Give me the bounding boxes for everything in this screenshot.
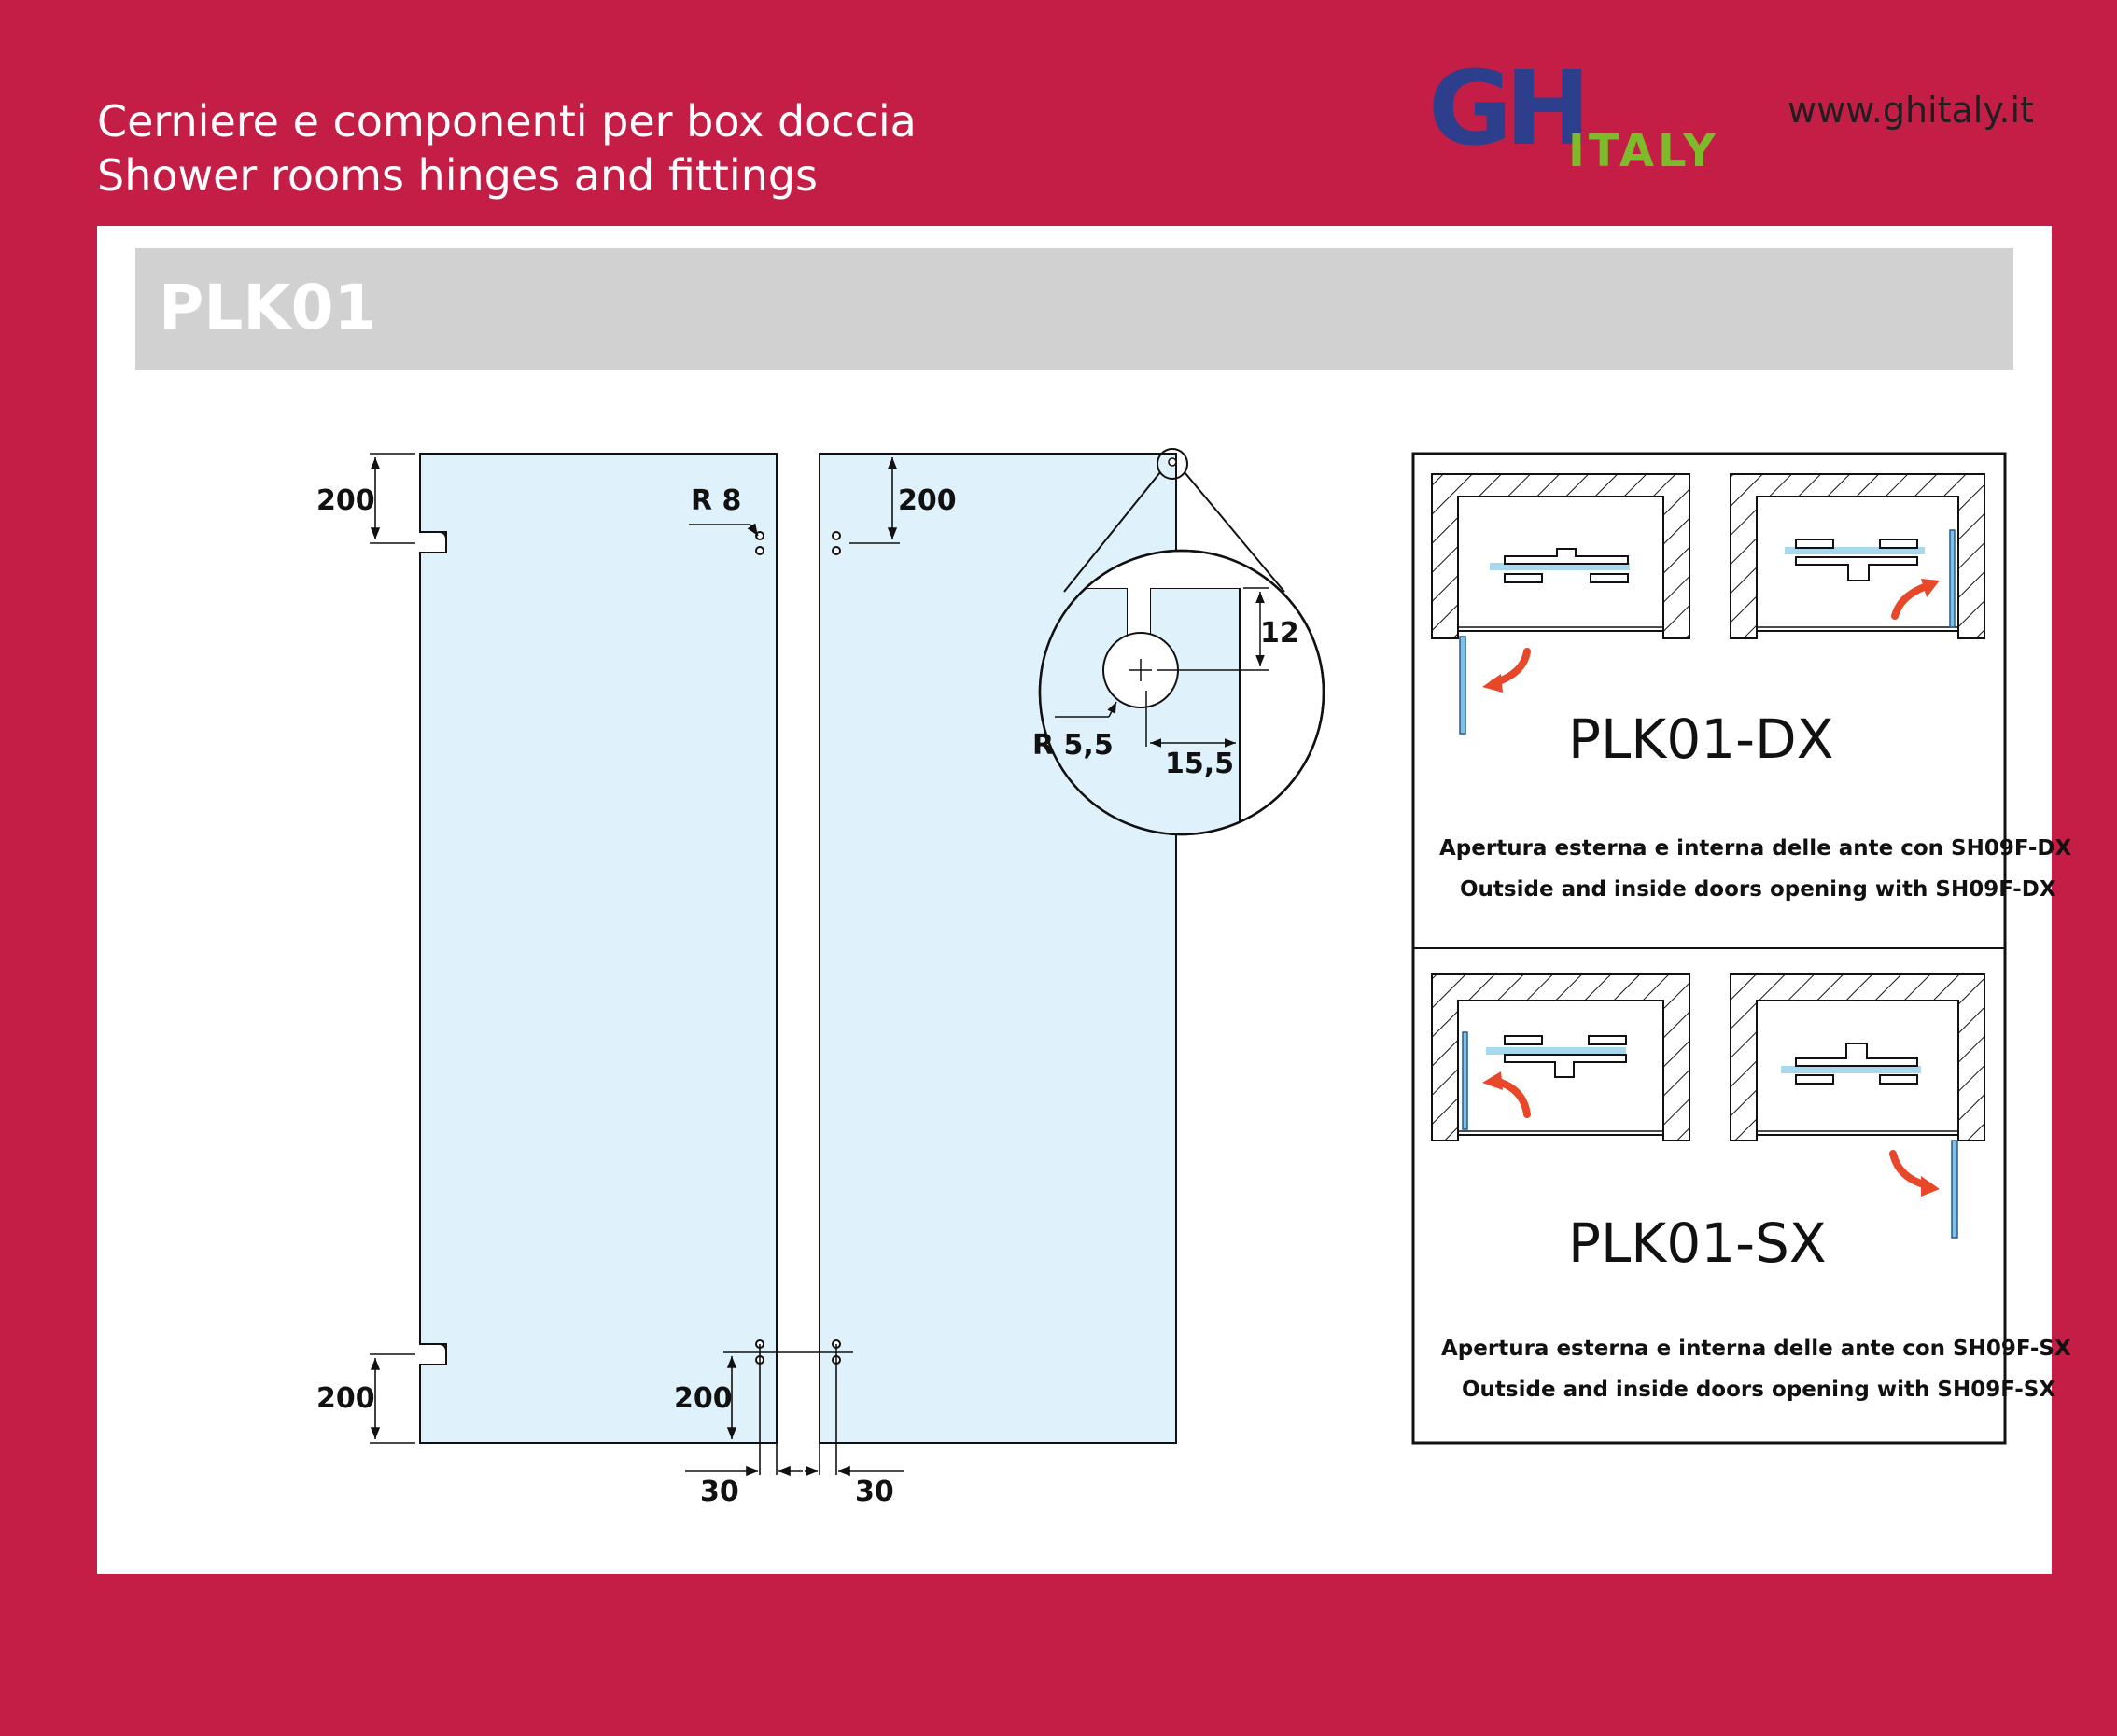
dim-radius-hole: R 8 [691,484,741,517]
dim-top-right: 200 [898,484,957,517]
dim-bottom-left: 200 [316,1382,375,1415]
hole-top-2 [755,546,764,555]
dim-offset-left: 30 [700,1476,739,1508]
left-glass-panel [419,453,778,1444]
dx-plan-inward [1730,473,1985,639]
variant-sx-caption-en: Outside and inside doors opening with SH… [1462,1378,2055,1402]
header-title-english: Shower rooms hinges and fittings [97,150,819,201]
variant-dx-caption-it: Apertura esterna e interna delle ante co… [1439,836,2071,861]
dim-top-left: 200 [316,484,375,517]
title-bar [135,248,2013,370]
website-url: www.ghitaly.it [1788,90,2034,131]
ghitaly-logo: GH ITALY [1428,52,1719,174]
detail-dim-12: 12 [1260,617,1299,650]
header-title-italian: Cerniere e componenti per box doccia [97,96,917,147]
detail-dim-radius: R 5,5 [1032,729,1114,762]
variant-dx-label: PLK01-DX [1568,707,1833,771]
dx-plan-outward [1431,473,1690,735]
variant-dx-caption-en: Outside and inside doors opening with SH… [1460,877,2056,902]
variant-sx-caption-it: Apertura esterna e interna delle ante co… [1441,1337,2071,1361]
hole-top-1 [755,531,764,540]
svg-text:GH: GH [1428,52,1583,168]
variant-sx-label: PLK01-SX [1568,1211,1827,1275]
sx-plan-inward [1431,973,1690,1141]
dim-offset-right: 30 [855,1476,894,1508]
sx-plan-outward [1730,973,1985,1239]
dim-bottom-mid: 200 [674,1382,733,1415]
svg-text:ITALY: ITALY [1568,125,1719,174]
product-title: PLK01 [159,272,377,343]
detail-dim-15-5: 15,5 [1165,748,1234,780]
